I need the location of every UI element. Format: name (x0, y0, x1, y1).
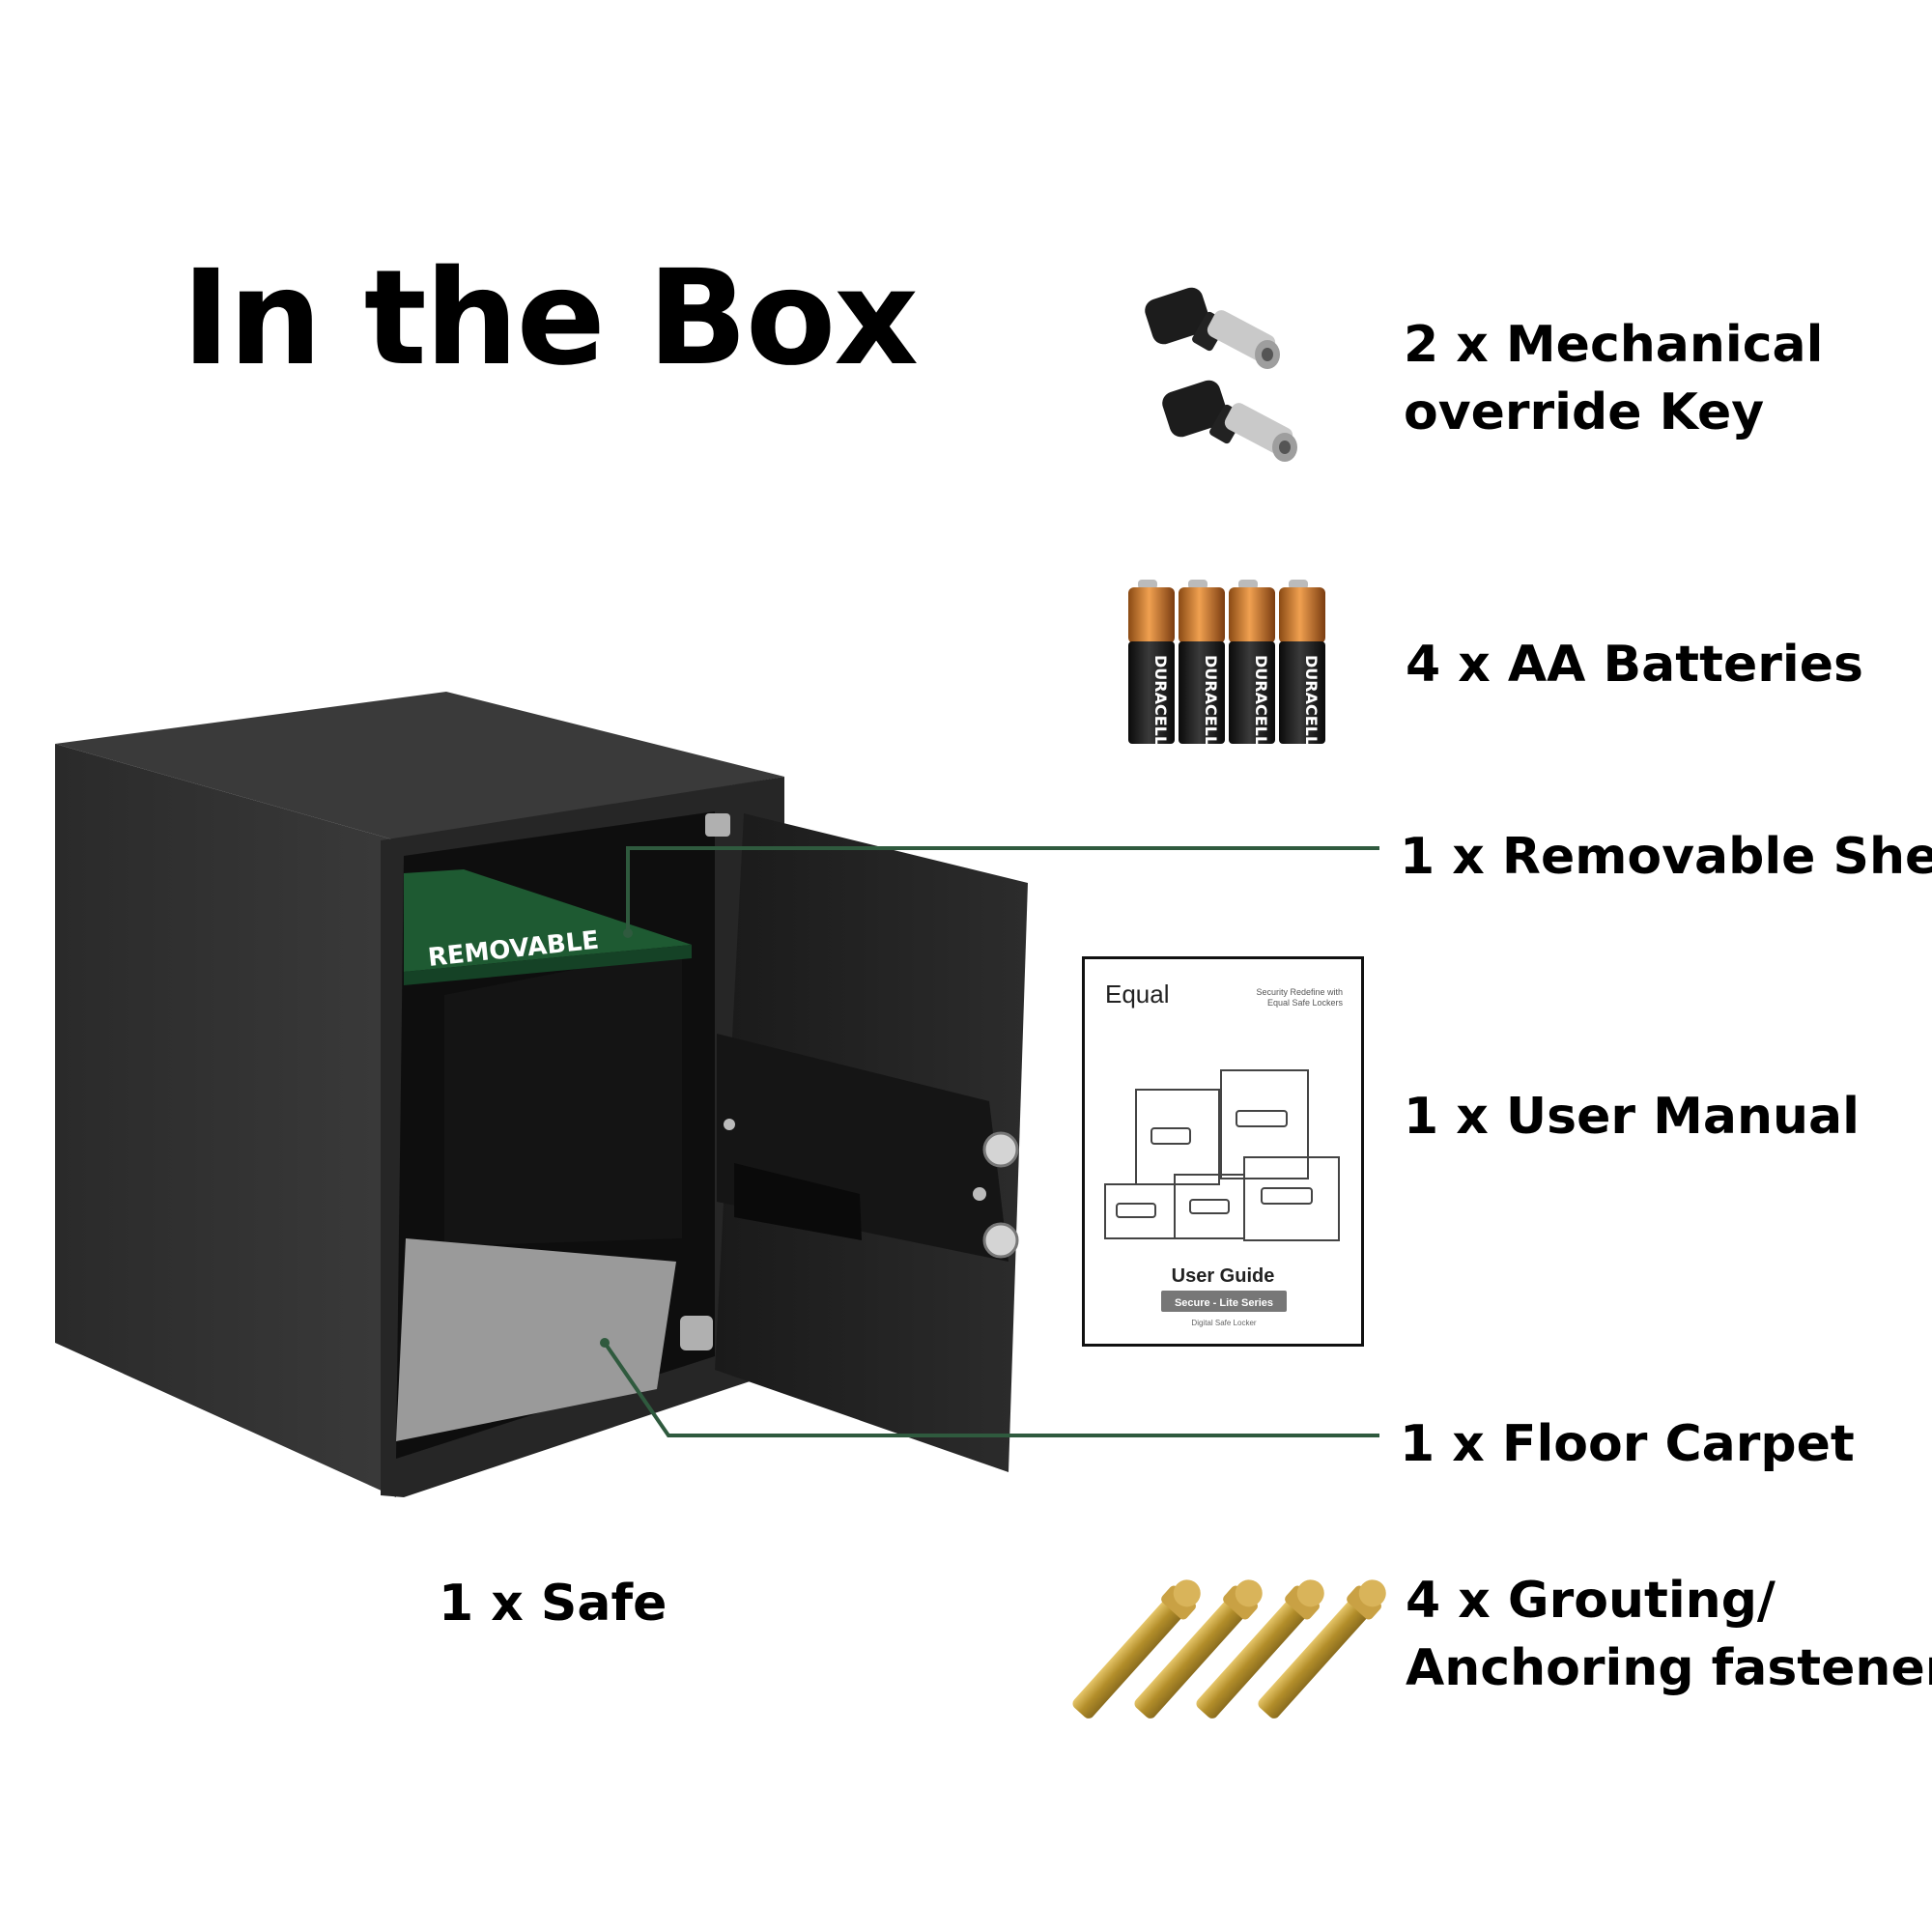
keys-label-line1: 2 x Mechanical (1404, 316, 1824, 374)
batteries-label: 4 x AA Batteries (1406, 636, 1863, 694)
fasteners-label-line1: 4 x Grouting/ (1406, 1572, 1776, 1630)
key-icon (1145, 287, 1297, 462)
fasteners-label-line2: Anchoring fasteners (1406, 1639, 1932, 1697)
carpet-leader-line (603, 1341, 1379, 1437)
carpet-label: 1 x Floor Carpet (1400, 1415, 1855, 1473)
safe-top-panel (55, 692, 784, 840)
battery-brand-text: DURACELL (1151, 655, 1170, 746)
shelf-label: 1 x Removable Shelf (1400, 828, 1932, 886)
floor-carpet (396, 1238, 676, 1441)
manual-series-badge: Secure - Lite Series (1175, 1297, 1273, 1309)
hinge-bottom (680, 1316, 713, 1350)
fastener-icon (1072, 1579, 1386, 1719)
manual-brand: Equal (1105, 980, 1170, 1009)
battery-brand-text: DURACELL (1202, 655, 1220, 746)
manual-label: 1 x User Manual (1404, 1088, 1860, 1146)
safe-label: 1 x Safe (439, 1575, 668, 1633)
battery-icon: DURACELL DURACELL DURACELL DURACELL (1128, 580, 1325, 746)
shelf-leader-line (626, 846, 1379, 933)
manual-title: User Guide (1172, 1265, 1275, 1287)
manual-subtitle: Digital Safe Locker (1191, 1319, 1256, 1327)
lock-knob-top[interactable] (982, 1131, 1019, 1168)
manual-tagline-1: Security Redefine with (1256, 987, 1343, 997)
manual-illustration (1104, 1069, 1340, 1241)
safe-side-panel (55, 744, 396, 1497)
fasteners-label: 4 x Grouting/ Anchoring fasteners (1406, 1567, 1932, 1702)
page-title: In the Box (182, 242, 919, 395)
battery-brand-text: DURACELL (1302, 655, 1321, 746)
lock-indicator (973, 1187, 986, 1201)
removable-shelf (404, 869, 692, 972)
battery-brand-text: DURACELL (1252, 655, 1270, 746)
hinge-top (705, 813, 730, 837)
keys-label-line2: override Key (1404, 384, 1765, 441)
manual-tagline-2: Equal Safe Lockers (1267, 998, 1344, 1008)
lock-knob-bottom[interactable] (982, 1222, 1019, 1259)
user-manual-image: Equal Security Redefine with Equal Safe … (1082, 956, 1364, 1347)
keys-label: 2 x Mechanical override Key (1404, 311, 1823, 446)
